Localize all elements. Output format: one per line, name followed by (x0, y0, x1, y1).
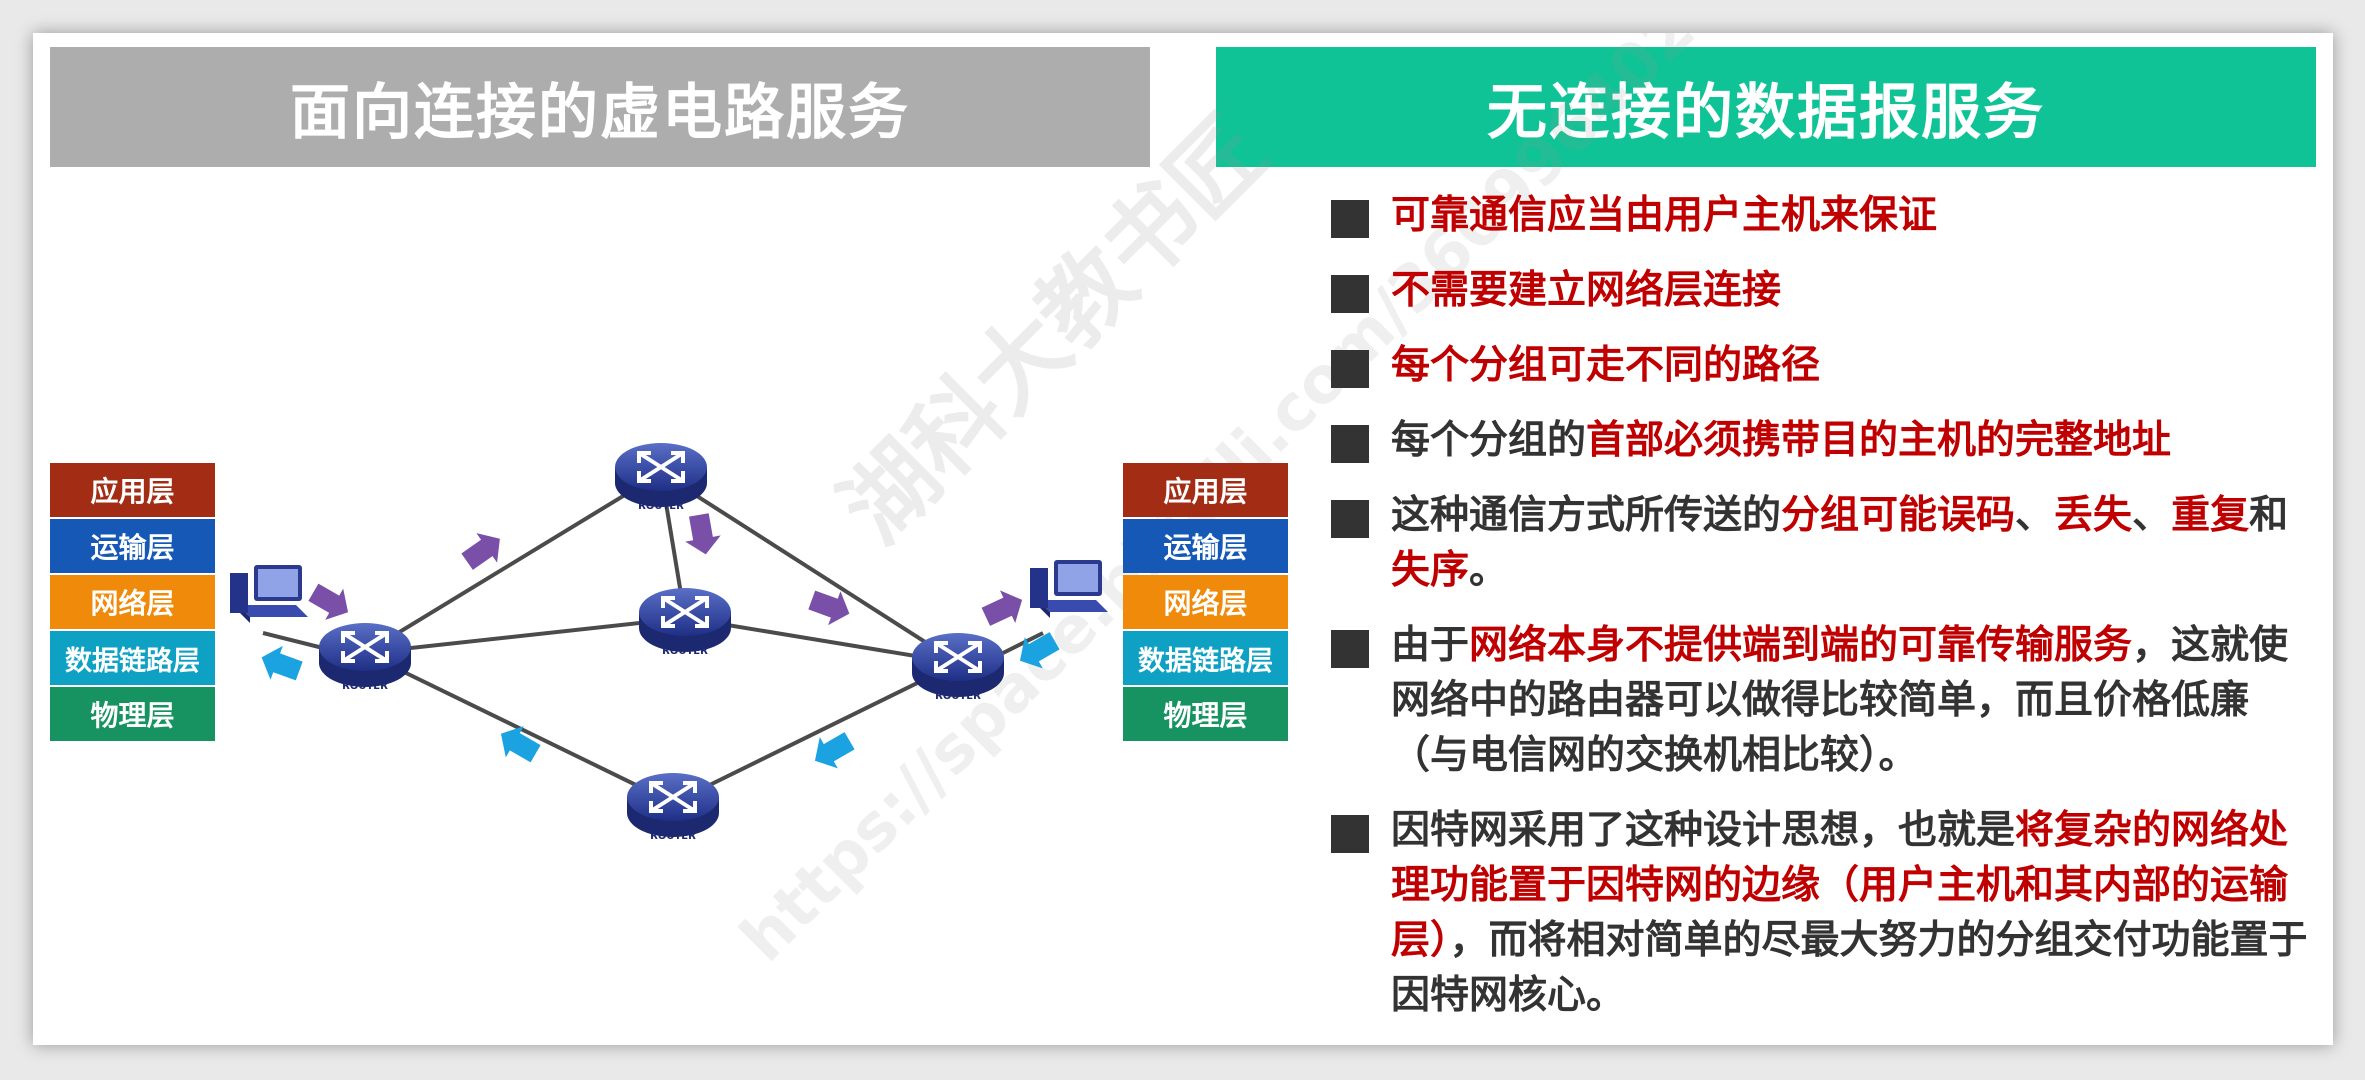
router-label: ROUTER (650, 831, 696, 842)
router-icon (615, 443, 707, 507)
bullet-text: 这种通信方式所传送的 (1391, 493, 1781, 538)
emphasis-text: 首部必须携带目的主机的完整地址 (1586, 418, 2171, 463)
bullet-text: 每个分组的 (1391, 418, 1586, 463)
packet-arrow-icon (1011, 625, 1064, 676)
bullet-square-icon (1331, 815, 1369, 853)
bullet-square-icon (1331, 275, 1369, 313)
slide: 面向连接的虚电路服务 无连接的数据报服务 湖科大教书匠 https://spac… (33, 33, 2333, 1045)
router-icon (639, 588, 731, 652)
emphasis-text: 网络本身不提供端到端的可靠传输服务 (1469, 623, 2132, 668)
bullet-square-icon (1331, 200, 1369, 238)
bullet-item: 因特网采用了这种设计思想，也就是将复杂的网络处理功能置于因特网的边缘（用户主机和… (1331, 803, 2321, 1023)
bullet-square-icon (1331, 630, 1369, 668)
bullet-item: 不需要建立网络层连接 (1331, 263, 2321, 318)
router-label: ROUTER (638, 501, 684, 512)
router-label: ROUTER (935, 691, 981, 702)
emphasis-text: 可靠通信应当由用户主机来保证 (1391, 193, 1937, 238)
bullet-item: 每个分组的首部必须携带目的主机的完整地址 (1331, 413, 2321, 468)
router-icon (912, 633, 1004, 697)
emphasis-text: 不需要建立网络层连接 (1391, 268, 1781, 313)
bullet-text: 、 (2015, 493, 2054, 538)
emphasis-text: 失序 (1391, 548, 1469, 593)
bullet-text: 、 (2132, 493, 2171, 538)
bullet-item: 这种通信方式所传送的分组可能误码、丢失、重复和失序。 (1331, 488, 2321, 598)
bullet-text: ，而将相对简单的尽最大努力的分组交付功能置于因特网核心。 (1391, 918, 2308, 1018)
bullet-item: 每个分组可走不同的路径 (1331, 338, 2321, 393)
bullet-text: 因特网采用了这种设计思想，也就是 (1391, 808, 2015, 853)
emphasis-text: 丢失 (2054, 493, 2132, 538)
emphasis-text: 每个分组可走不同的路径 (1391, 343, 1820, 388)
router-icon (319, 623, 411, 687)
packet-arrow-icon (806, 583, 856, 631)
host-computer-icon (230, 565, 308, 623)
packet-arrow-icon (681, 512, 723, 558)
host-computer-icon (1030, 560, 1108, 618)
header-datagram: 无连接的数据报服务 (1216, 47, 2316, 167)
bullet-item: 可靠通信应当由用户主机来保证 (1331, 188, 2321, 243)
bullet-square-icon (1331, 500, 1369, 538)
bullet-item: 由于网络本身不提供端到端的可靠传输服务，这就使网络中的路由器可以做得比较简单，而… (1331, 618, 2321, 783)
datagram-features-list: 可靠通信应当由用户主机来保证不需要建立网络层连接每个分组可走不同的路径每个分组的… (1331, 188, 2321, 1043)
bullet-square-icon (1331, 425, 1369, 463)
packet-arrow-icon (304, 577, 357, 628)
packet-arrow-icon (978, 584, 1029, 634)
router-label: ROUTER (662, 646, 708, 657)
network-diagram: ROUTER ROUTER ROUTER ROUTER ROUTER (33, 33, 1213, 1045)
bullet-text: 由于 (1391, 623, 1469, 668)
emphasis-text: 分组可能误码 (1781, 493, 2015, 538)
router-label: ROUTER (342, 681, 388, 692)
bullet-text: 和 (2249, 493, 2288, 538)
router-icon (627, 773, 719, 837)
bullet-square-icon (1331, 350, 1369, 388)
packet-arrow-icon (255, 640, 305, 688)
bullet-text: 。 (1469, 548, 1508, 593)
emphasis-text: 重复 (2171, 493, 2249, 538)
